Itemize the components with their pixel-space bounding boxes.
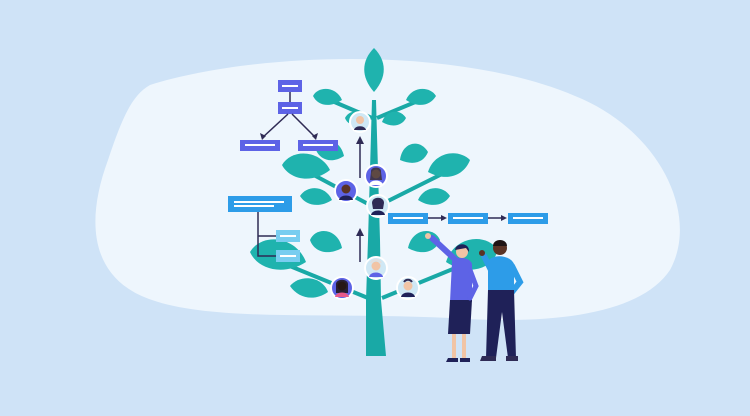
avatar xyxy=(349,111,371,133)
org-chart-left xyxy=(228,196,300,262)
branch-lower-left xyxy=(279,260,369,300)
avatar xyxy=(364,256,388,280)
connector xyxy=(257,212,276,257)
arrow-head-icon xyxy=(441,215,447,221)
avatar xyxy=(364,164,388,188)
connector xyxy=(291,113,317,139)
arrow-head-icon xyxy=(260,133,266,140)
arrow-head-icon xyxy=(501,215,507,221)
tree xyxy=(250,48,498,356)
org-chart-top xyxy=(240,80,338,151)
leaf xyxy=(290,278,328,298)
leaf xyxy=(406,88,436,105)
chart-box-line xyxy=(513,217,543,219)
leaf xyxy=(310,230,342,253)
chart-box-line xyxy=(234,201,284,203)
chart-box-line xyxy=(303,144,333,146)
chart-box-line xyxy=(280,235,296,237)
chart-box xyxy=(228,196,292,212)
chart-box-line xyxy=(282,85,298,87)
leaf xyxy=(300,188,332,205)
chart-box-line xyxy=(280,255,296,257)
leaf xyxy=(313,88,342,105)
person-man xyxy=(479,240,524,361)
avatar xyxy=(366,194,390,218)
person-woman xyxy=(425,233,479,362)
arrow-head-icon xyxy=(356,136,364,144)
leaf xyxy=(428,153,470,177)
connector xyxy=(261,113,289,139)
chart-box-line xyxy=(282,107,298,109)
leaf xyxy=(400,143,428,163)
leaf-top xyxy=(364,48,384,92)
chart-box-line xyxy=(393,217,423,219)
chart-box-line xyxy=(453,217,483,219)
growth-arrows xyxy=(356,136,364,262)
background-blob xyxy=(95,58,680,321)
leaf xyxy=(382,111,406,126)
process-flow-right xyxy=(388,213,548,224)
tree-trunk xyxy=(366,100,386,356)
arrow-head-icon xyxy=(356,228,364,236)
leaf xyxy=(418,188,450,205)
avatar xyxy=(334,179,358,203)
chart-box-line xyxy=(234,205,274,207)
arrow-head-icon xyxy=(312,133,318,140)
leaf xyxy=(282,153,330,179)
avatar xyxy=(330,276,354,300)
avatar xyxy=(396,276,420,300)
chart-box-line xyxy=(245,144,275,146)
